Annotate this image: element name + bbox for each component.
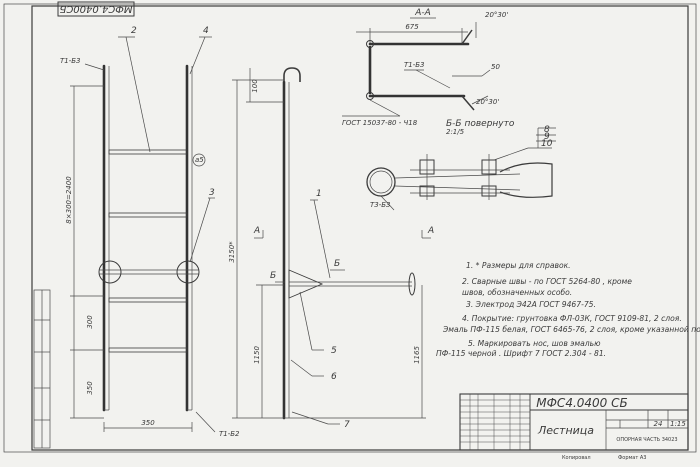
ladder-front-view [70, 36, 216, 433]
left-margin-table [33, 289, 51, 449]
callout-5: 5 [331, 346, 337, 356]
dim-1150: 1150 [253, 346, 261, 364]
callout-a5: а5 [195, 156, 204, 164]
note-1: 1. * Размеры для справок. [466, 261, 571, 270]
gost-15037-weld-note: ГОСТ 15037-80 - Ч18 [342, 119, 418, 127]
note-2-cont: швов, обозначенных особо. [462, 288, 572, 297]
angle-20-30-top: 20°30' [485, 11, 508, 19]
technical-notes: 1. * Размеры для справок. 2. Сварные швы… [436, 261, 700, 358]
note-2: 2. Сварные швы - по ГОСТ 5264-80 , кроме [462, 277, 632, 286]
dim-675: 675 [405, 23, 419, 31]
format-label: Формат А3 [618, 455, 646, 461]
section-bb-scale: 2:1/5 [446, 128, 465, 136]
callout-t1-b3: Т1-Б3 [60, 57, 81, 65]
dim-50: 50 [491, 63, 500, 71]
copied-by-label: Копировал [562, 455, 591, 461]
note-4-cont: Эмаль ПФ-115 белая, ГОСТ 6465-76, 2 слоя… [442, 325, 700, 334]
dim-1165: 1165 [413, 346, 421, 364]
rotated-code-stamp: МФС4.0400СБ [57, 1, 135, 17]
note-4: 4. Покрытие: грунтовка ФЛ-03К, ГОСТ 9109… [462, 314, 682, 323]
drawing-code: МФС4.0400 СБ [536, 396, 627, 410]
callout-8: 8 [544, 125, 550, 135]
section-aa-title: А-А [414, 8, 431, 18]
section-bb-view [366, 127, 556, 211]
dim-8x300: 8×300=2400 [65, 176, 73, 224]
callout-4: 4 [203, 26, 209, 36]
drawing-name: Лестница [537, 424, 594, 437]
note-5: 5. Маркировать нос, шов эмалью [468, 339, 601, 348]
mass-value: 24 [654, 420, 663, 428]
stamp-code-text: МФС4.0400СБ [59, 3, 132, 14]
section-b-right: Б [334, 259, 340, 269]
ladder-side-view [232, 67, 431, 425]
dim-350-vertical: 350 [86, 381, 94, 395]
dim-100: 100 [251, 79, 259, 93]
section-a-left: А [253, 226, 260, 236]
callout-3: 3 [209, 188, 215, 198]
callout-t1-b2: Т1-Б2 [219, 430, 240, 438]
title-block: МФС4.0400 СБ Лестница 24 1:15 ОПОРНАЯ ЧА… [459, 393, 689, 461]
angle-20-30-bottom: 20°30' [476, 98, 499, 106]
note-3: 3. Электрод Э42А ГОСТ 9467-75. [466, 300, 596, 309]
section-b-left: Б [270, 271, 276, 281]
callout-7: 7 [344, 420, 350, 430]
dim-300: 300 [86, 315, 94, 329]
callout-1: 1 [316, 189, 322, 199]
section-bb-title: Б-Б повернуто [446, 119, 515, 129]
organization-name: ОПОРНАЯ ЧАСТЬ 34023 [616, 437, 677, 443]
dim-350-horizontal: 350 [141, 419, 155, 427]
callout-t3-b3: Т3-Б3 [370, 201, 391, 209]
callout-2: 2 [131, 26, 137, 36]
dim-3150: 3150* [228, 241, 236, 263]
section-a-right: А [427, 226, 434, 236]
drawing-frame [31, 5, 689, 451]
callout-9: 9 [544, 132, 550, 142]
callout-6: 6 [331, 372, 337, 382]
scale-value: 1:15 [670, 420, 686, 428]
section-aa-view [342, 17, 491, 117]
note-5-cont: ПФ-115 черной . Шрифт 7 ГОСТ 2.304 - 81. [436, 349, 606, 358]
callout-10: 10 [541, 139, 553, 149]
sheet-border [3, 3, 697, 453]
callout-t1-b3-aa: Т1-Б3 [404, 61, 425, 69]
